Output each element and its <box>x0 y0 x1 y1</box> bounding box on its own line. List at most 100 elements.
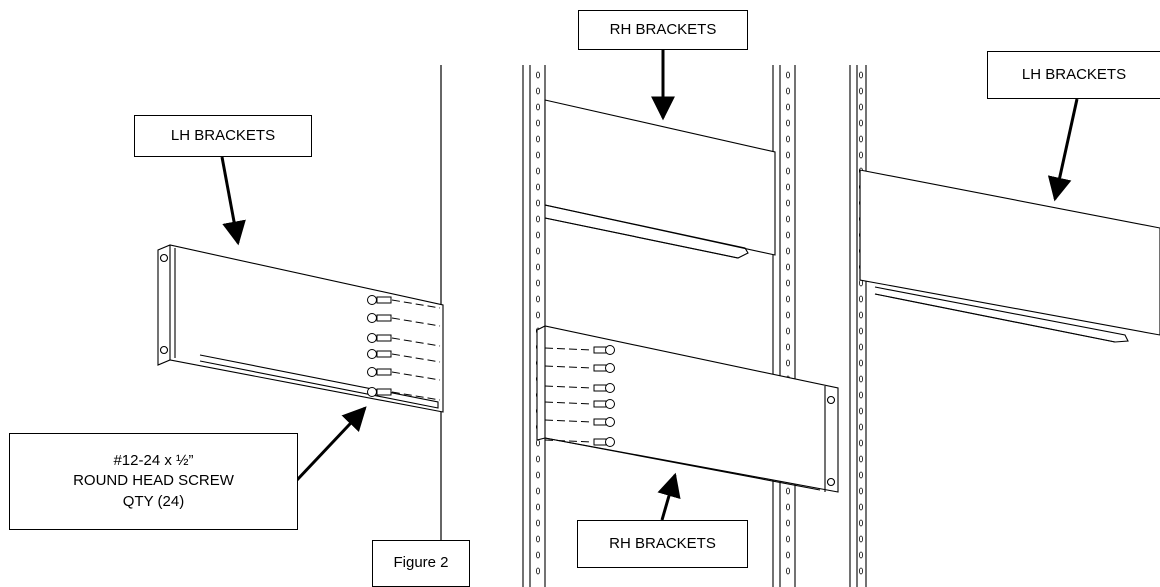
rack-hole <box>786 343 791 351</box>
screw-shank <box>593 418 607 426</box>
rack-hole <box>786 231 791 239</box>
rack-hole <box>859 311 864 319</box>
rack-hole <box>859 519 864 527</box>
screw-head <box>367 387 377 397</box>
screw-head <box>367 333 377 343</box>
screw-head <box>367 349 377 359</box>
screw-path <box>391 337 441 347</box>
rack-hole <box>786 503 791 511</box>
screw-path <box>544 347 593 351</box>
label-lh-brackets-right-text: LH BRACKETS <box>1021 65 1127 83</box>
rack-hole <box>786 71 791 79</box>
rack-hole <box>536 567 541 575</box>
rack-hole <box>859 407 864 415</box>
screw-spec-line2: ROUND HEAD SCREW <box>73 472 234 490</box>
screw-path <box>391 371 441 381</box>
rack-hole <box>786 279 791 287</box>
right-rack-post <box>849 65 867 587</box>
rack-hole <box>786 311 791 319</box>
screw-shank <box>376 296 392 304</box>
rack-hole <box>786 535 791 543</box>
rack-hole <box>786 119 791 127</box>
rack-hole <box>786 103 791 111</box>
label-rh-brackets-top: RH BRACKETS <box>578 10 748 50</box>
rack-hole <box>859 71 864 79</box>
rack-hole <box>859 471 864 479</box>
screw-shank <box>376 350 392 358</box>
rack-hole <box>536 311 541 319</box>
rack-hole <box>786 215 791 223</box>
rack-hole <box>536 295 541 303</box>
rack-hole <box>859 87 864 95</box>
rh-bracket-lower <box>536 325 839 493</box>
rack-hole <box>536 71 541 79</box>
screw-spec-line1: #12-24 x ½” <box>113 452 194 470</box>
rack-hole <box>859 535 864 543</box>
screw-spec-line3: QTY (24) <box>122 492 185 510</box>
screw-shank <box>593 364 607 372</box>
rack-hole <box>786 199 791 207</box>
right-rack-holes <box>859 71 864 575</box>
screw-shank <box>593 384 607 392</box>
rack-hole <box>536 119 541 127</box>
rack-hole <box>536 167 541 175</box>
screw-path <box>544 401 593 405</box>
screw-head <box>367 295 377 305</box>
rack-hole <box>786 135 791 143</box>
screw-shank <box>593 438 607 446</box>
screw-path <box>544 439 593 443</box>
rack-hole <box>536 215 541 223</box>
rack-hole <box>536 183 541 191</box>
rack-hole <box>859 103 864 111</box>
rack-hole <box>859 423 864 431</box>
rack-hole <box>536 519 541 527</box>
rack-hole <box>786 327 791 335</box>
screw-path <box>544 365 593 369</box>
screw-head <box>605 363 615 373</box>
screw-head <box>605 437 615 447</box>
rack-hole <box>786 151 791 159</box>
screw-path <box>391 353 441 363</box>
rack-hole <box>536 247 541 255</box>
arrow-screw <box>295 406 367 482</box>
screw-shank <box>376 314 392 322</box>
rack-hole <box>859 151 864 159</box>
rack-hole <box>859 551 864 559</box>
screw-head <box>367 313 377 323</box>
rack-hole <box>786 263 791 271</box>
rack-hole <box>859 455 864 463</box>
screw-head <box>367 367 377 377</box>
rack-hole <box>536 103 541 111</box>
rack-hole <box>536 503 541 511</box>
lh-bracket-left <box>157 244 444 413</box>
leader-arrows <box>220 48 1079 521</box>
screw-shank <box>376 334 392 342</box>
rack-hole <box>786 487 791 495</box>
screw-shank <box>376 368 392 376</box>
screw-head <box>605 383 615 393</box>
screw-path <box>391 299 441 309</box>
rack-hole <box>536 135 541 143</box>
rack-hole <box>859 359 864 367</box>
screw-path <box>544 419 593 423</box>
rack-hole <box>536 551 541 559</box>
rack-hole <box>859 295 864 303</box>
screw-head <box>605 345 615 355</box>
rack-hole <box>536 199 541 207</box>
rack-hole <box>536 87 541 95</box>
rack-hole <box>859 487 864 495</box>
rack-hole <box>536 263 541 271</box>
screw-shank <box>593 400 607 408</box>
label-rh-brackets-bottom-text: RH BRACKETS <box>609 534 716 552</box>
rack-hole <box>536 231 541 239</box>
rack-hole <box>859 567 864 575</box>
rack-hole <box>786 551 791 559</box>
rack-hole <box>786 519 791 527</box>
arrow-rh-bottom <box>657 472 681 521</box>
rack-hole <box>536 471 541 479</box>
rack-hole <box>786 359 791 367</box>
rack-hole <box>786 167 791 175</box>
rack-hole <box>786 183 791 191</box>
screw-head <box>605 417 615 427</box>
rack-hole <box>786 87 791 95</box>
